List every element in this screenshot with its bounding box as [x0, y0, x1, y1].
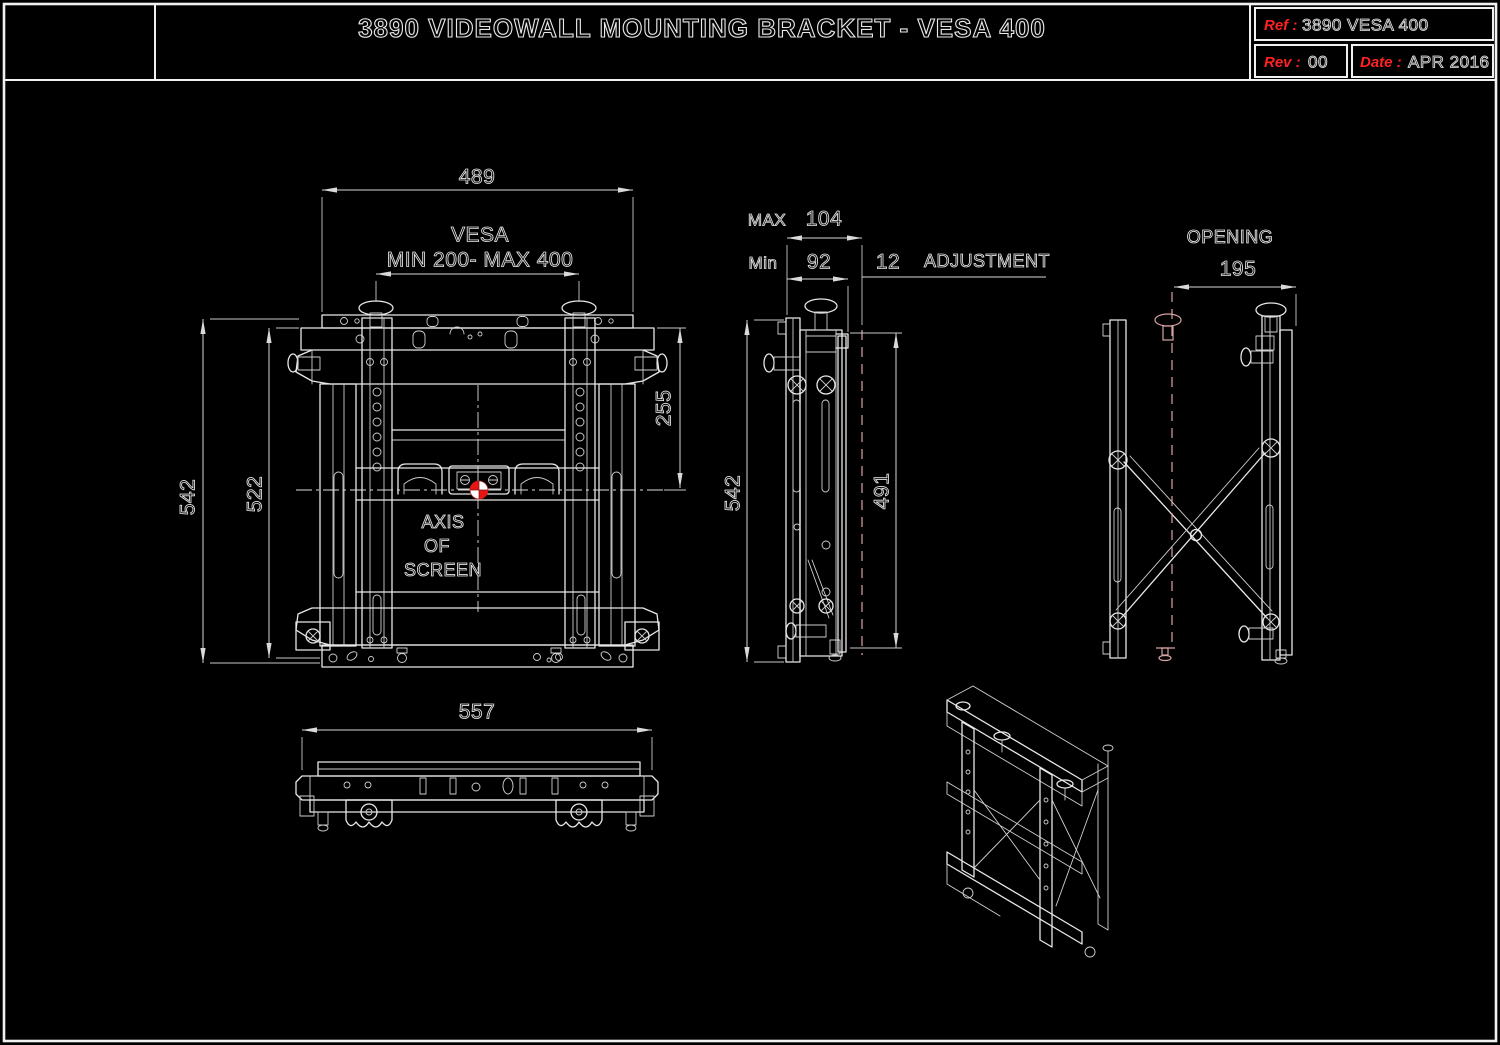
axis-centre-mark — [469, 480, 489, 500]
svg-text:12: 12 — [876, 251, 900, 274]
dim-max-104: MAX 104 — [747, 207, 863, 325]
date-label: Date : — [1360, 54, 1402, 71]
rev-value: 00 — [1308, 52, 1328, 71]
svg-text:542: 542 — [177, 479, 200, 516]
dim-522-front: 522 — [243, 327, 320, 659]
side-view-open: OPENING 195 — [1102, 226, 1297, 665]
open-side-knob-bottom — [1238, 625, 1274, 643]
svg-text:255: 255 — [653, 390, 676, 427]
corner-roller-right — [624, 621, 660, 651]
front-view: AXIS OF SCREEN 489 VESA MIN 200- MAX 400… — [176, 165, 686, 668]
dim-489: 489 — [321, 165, 634, 312]
open-side-knob-top — [1240, 347, 1274, 367]
dim-491-side: 491 — [850, 332, 902, 649]
ref-label: Ref : — [1264, 17, 1297, 34]
svg-text:104: 104 — [806, 208, 843, 231]
svg-text:MIN 200- MAX 400: MIN 200- MAX 400 — [387, 249, 574, 272]
drawing-title: 3890 VIDEOWALL MOUNTING BRACKET - VESA 4… — [358, 13, 1046, 43]
ref-value: 3890 VESA 400 — [1302, 15, 1429, 34]
svg-text:92: 92 — [807, 251, 831, 274]
axis-label-line1: AXIS — [421, 512, 464, 532]
vesa-arm-left — [361, 317, 393, 649]
svg-text:491: 491 — [871, 473, 894, 510]
svg-text:VESA: VESA — [451, 224, 509, 247]
scissor-arms — [1115, 447, 1273, 619]
svg-text:OPENING: OPENING — [1187, 227, 1274, 247]
svg-text:ADJUSTMENT: ADJUSTMENT — [924, 251, 1050, 271]
bottom-view: 557 — [295, 700, 659, 832]
dim-542-side: 542 — [721, 319, 784, 663]
svg-text:489: 489 — [459, 166, 496, 189]
star-knob-right — [555, 799, 603, 828]
dim-adjustment-12: 12 ADJUSTMENT — [862, 250, 1050, 278]
svg-text:522: 522 — [244, 476, 267, 513]
svg-text:542: 542 — [722, 475, 745, 512]
dim-opening-195: OPENING 195 — [1174, 226, 1297, 326]
axis-label-line2: OF — [424, 536, 450, 556]
dim-542-front: 542 — [176, 318, 320, 664]
dim-255-front: 255 — [652, 327, 686, 491]
svg-text:557: 557 — [459, 701, 496, 724]
svg-text:195: 195 — [1220, 258, 1257, 281]
star-knob-left — [345, 799, 393, 828]
isometric-view — [946, 685, 1114, 958]
dim-557: 557 — [301, 700, 653, 770]
side-screw-right — [634, 353, 668, 373]
svg-text:Min: Min — [749, 253, 778, 272]
bottom-knob — [785, 622, 827, 640]
corner-roller-left — [295, 621, 331, 651]
vesa-arm-right — [564, 317, 596, 649]
dim-vesa: VESA MIN 200- MAX 400 — [375, 223, 580, 302]
phantom-closed-position — [1154, 292, 1182, 662]
date-value: APR 2016 — [1408, 52, 1490, 71]
svg-text:MAX: MAX — [748, 210, 786, 229]
rev-label: Rev : — [1264, 54, 1301, 71]
axis-label-line3: SCREEN — [404, 560, 482, 580]
top-knob — [804, 298, 838, 331]
open-top-knob — [1255, 302, 1287, 333]
dim-min-92: Min 92 — [748, 250, 849, 332]
side-knob — [763, 353, 801, 373]
title-block: Ref : 3890 VESA 400 Rev : 00 Date : APR … — [1254, 7, 1494, 78]
side-screw-left — [287, 353, 321, 373]
side-view-closed: MAX 104 Min 92 12 ADJUSTMENT 542 491 — [721, 207, 1050, 663]
